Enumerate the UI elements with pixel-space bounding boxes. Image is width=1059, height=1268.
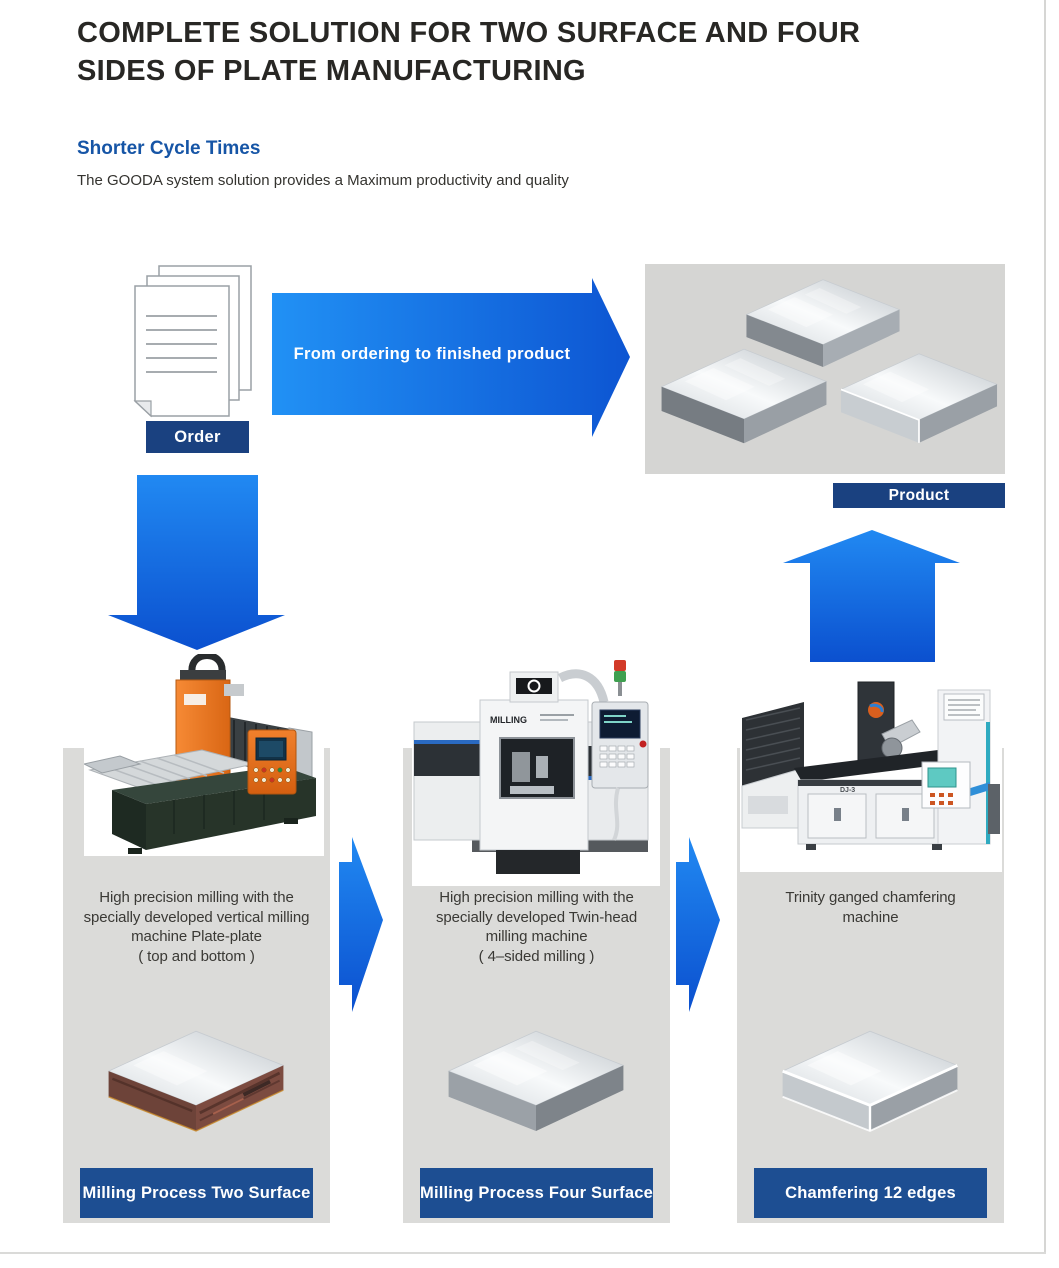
- flow-arrow-label: From ordering to finished product: [293, 344, 571, 363]
- section-subtitle: The GOODA system solution provides a Max…: [77, 172, 569, 189]
- product-label: Product: [833, 483, 1005, 508]
- description-line: ( 4–sided milling ): [478, 947, 595, 965]
- chamfered-plate-image: [775, 1022, 965, 1144]
- station-button-chamfering: Chamfering 12 edges: [754, 1168, 987, 1218]
- station-description: Trinity ganged chamfering machine: [739, 888, 1002, 927]
- page-border-bottom: [0, 1252, 1046, 1254]
- machine-photo-label: MILLING: [490, 715, 527, 725]
- description-line: machine Plate-plate: [131, 928, 262, 945]
- page-title-line2: SIDES OF PLATE MANUFACTURING: [77, 55, 586, 87]
- page-border-right: [1044, 0, 1046, 1254]
- flow-arrow-right-icon: [272, 278, 630, 437]
- station-arrow-icon: [676, 837, 720, 1012]
- page-title: COMPLETE SOLUTION FOR TWO SURFACE AND FO…: [77, 14, 860, 90]
- description-line: specially developed vertical milling: [83, 908, 310, 926]
- product-plate: [737, 273, 909, 377]
- station-description: High precision milling with the speciall…: [65, 888, 328, 966]
- order-label: Order: [146, 421, 249, 453]
- description-line: machine: [842, 908, 899, 926]
- product-plate: [653, 342, 835, 454]
- page-title-line1: COMPLETE SOLUTION FOR TWO SURFACE AND FO…: [77, 17, 861, 49]
- flow-arrow-up-icon: [783, 530, 960, 662]
- product-plate: [833, 347, 1005, 453]
- rough-sided-plate-image: [101, 1022, 291, 1144]
- station-description: High precision milling with the speciall…: [405, 888, 668, 966]
- chamfering-machine-image: DJ-3: [740, 676, 1002, 872]
- milled-plate-image: [441, 1022, 631, 1144]
- flow-arrow-down-icon: [108, 475, 285, 650]
- description-line: Trinity ganged chamfering: [785, 889, 956, 906]
- vertical-milling-machine-image: [84, 654, 324, 856]
- description-line: High precision milling with the: [99, 889, 294, 906]
- twin-head-milling-machine-image: MILLING: [412, 660, 660, 886]
- description-line: ( top and bottom ): [138, 947, 255, 965]
- description-line: specially developed Twin-head: [435, 908, 638, 926]
- description-line: milling machine: [485, 928, 588, 945]
- station-button-four-surface: Milling Process Four Surface: [420, 1168, 653, 1218]
- description-line: High precision milling with the: [439, 889, 634, 906]
- station-button-two-surface: Milling Process Two Surface: [80, 1168, 313, 1218]
- product-image: [645, 264, 1005, 474]
- machine-photo-label: DJ-3: [840, 787, 855, 794]
- station-arrow-icon: [339, 837, 383, 1012]
- section-heading: Shorter Cycle Times: [77, 138, 261, 159]
- order-documents-icon: [133, 265, 252, 418]
